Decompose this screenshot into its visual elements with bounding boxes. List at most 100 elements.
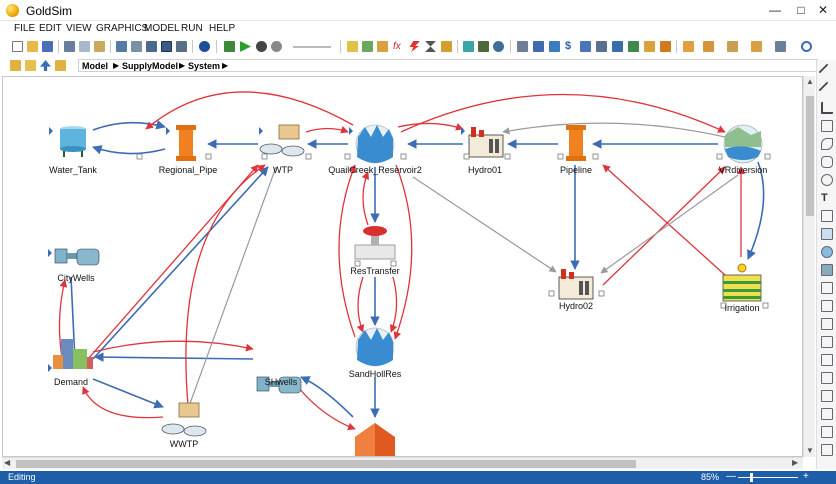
picture-tool-icon[interactable] (821, 264, 833, 276)
input-tool-icon[interactable] (821, 336, 833, 348)
note-icon[interactable] (131, 41, 142, 52)
stochastic-icon[interactable] (362, 41, 373, 52)
export-icon[interactable] (644, 41, 655, 52)
event-icon[interactable] (409, 41, 420, 52)
menu-edit[interactable]: EDIT (39, 23, 62, 34)
folder-up-icon[interactable] (10, 60, 21, 71)
reset-icon[interactable] (271, 41, 282, 52)
pause-icon[interactable] (256, 41, 267, 52)
close-button[interactable]: ✕ (817, 3, 829, 17)
cut-icon[interactable] (64, 41, 75, 52)
zoom-out-button[interactable]: — (726, 471, 736, 482)
menu-graphics[interactable]: GRAPHICS (96, 23, 149, 34)
node-label-shwells[interactable]: SHwells (264, 377, 298, 387)
node-label-demand[interactable]: Demand (53, 377, 89, 387)
breadcrumb-system[interactable]: System (188, 61, 221, 71)
arrange-icon[interactable] (727, 41, 738, 52)
container-icon[interactable] (377, 41, 388, 52)
copy-icon[interactable] (79, 41, 90, 52)
chart-icon[interactable] (596, 41, 607, 52)
text-box-tool-icon[interactable] (821, 210, 833, 222)
connector-icon[interactable] (775, 41, 786, 52)
rounded-rect-tool-icon[interactable] (821, 156, 833, 168)
folder-down-icon[interactable] (55, 60, 66, 71)
chart-tool-icon[interactable] (821, 444, 833, 456)
horizontal-scrollbar[interactable]: ◀ ▶ (2, 457, 803, 469)
check-model-icon[interactable] (224, 41, 235, 52)
rotate-icon[interactable] (801, 41, 812, 52)
text-tool-icon[interactable]: T (821, 192, 828, 204)
group-icon[interactable] (683, 41, 694, 52)
bank-icon[interactable] (478, 41, 489, 52)
browser-icon[interactable] (116, 41, 127, 52)
node-label-hydro01[interactable]: Hydro01 (467, 165, 503, 175)
node-label-vrdiversion[interactable]: VRdiversion (718, 165, 768, 175)
zoom-slider[interactable] (738, 477, 798, 478)
ellipse-tool-icon[interactable] (821, 174, 833, 186)
breadcrumb-supplymodel[interactable]: SupplyModel (122, 61, 178, 71)
panel-tool-icon[interactable] (821, 300, 833, 312)
zoom-slider-thumb[interactable] (750, 473, 753, 482)
distribute-icon[interactable] (751, 41, 762, 52)
maximize-button[interactable]: □ (797, 3, 805, 17)
node-label-hydro02[interactable]: Hydro02 (558, 301, 594, 311)
save-icon[interactable] (42, 41, 53, 52)
menu-model[interactable]: MODEL (144, 23, 180, 34)
scroll-up-icon[interactable]: ▲ (806, 77, 814, 86)
scroll-down-icon[interactable]: ▼ (806, 446, 814, 455)
minimize-button[interactable]: — (769, 3, 781, 17)
line-tool-icon[interactable] (818, 63, 836, 81)
globe-tool-icon[interactable] (821, 246, 833, 258)
polyline-tool-icon[interactable] (821, 102, 833, 114)
find-icon[interactable] (146, 41, 157, 52)
node-label-irrigation[interactable]: Irrigation (724, 303, 760, 313)
data-element-icon[interactable] (347, 41, 358, 52)
help-icon[interactable] (199, 41, 210, 52)
speed-slider[interactable] (293, 46, 331, 48)
expression-icon[interactable]: fx (393, 41, 401, 52)
rectangle-tool-icon[interactable] (821, 120, 833, 132)
up-arrow-icon[interactable] (40, 60, 51, 71)
units-icon[interactable] (549, 41, 560, 52)
node-label-quailcreek[interactable]: QuailCreek_Reservoir2 (328, 165, 422, 175)
curve-tool-icon[interactable] (821, 138, 833, 150)
tree-icon[interactable] (612, 41, 623, 52)
result-icon[interactable] (441, 41, 452, 52)
menu-view[interactable]: VIEW (66, 23, 92, 34)
filter-icon[interactable] (161, 41, 172, 52)
horizontal-scroll-thumb[interactable] (16, 460, 636, 468)
node-label-restransfer[interactable]: ResTransfer (350, 266, 400, 276)
dollar-icon[interactable]: $ (565, 40, 572, 52)
checkbox-tool-icon[interactable] (821, 372, 833, 384)
settings-gear-icon[interactable] (493, 41, 504, 52)
tag-icon[interactable] (533, 41, 544, 52)
model-canvas[interactable]: Water_Tank Regional_Pipe WTP QuailCreek_… (2, 76, 803, 457)
dashboard-icon[interactable] (463, 41, 474, 52)
image-tool-icon[interactable] (821, 228, 833, 240)
run-icon[interactable] (240, 41, 251, 52)
vertical-scrollbar[interactable]: ▲ ▼ (803, 76, 815, 457)
grid-tool-icon[interactable] (821, 408, 833, 420)
breadcrumb-model[interactable]: Model (82, 61, 108, 71)
folder-icon[interactable] (25, 60, 36, 71)
node-label-wwtp[interactable]: WWTP (169, 439, 199, 449)
node-label-sandhollres[interactable]: SandHollRes (348, 369, 402, 379)
node-label-pipeline[interactable]: Pipeline (559, 165, 593, 175)
button-tool-icon[interactable] (821, 318, 833, 330)
table-tool-icon[interactable] (821, 426, 833, 438)
scroll-right-icon[interactable]: ▶ (792, 458, 799, 467)
report-icon[interactable] (660, 41, 671, 52)
view-icon[interactable] (176, 41, 187, 52)
zoom-in-button[interactable]: + (803, 471, 809, 482)
node-label-water-tank[interactable]: Water_Tank (49, 165, 97, 175)
timer-icon[interactable] (425, 41, 436, 52)
menu-file[interactable]: FILE (14, 23, 36, 34)
vertical-scroll-thumb[interactable] (806, 96, 814, 216)
menu-help[interactable]: HELP (209, 23, 236, 34)
open-folder-icon[interactable] (27, 41, 38, 52)
list-icon[interactable] (517, 41, 528, 52)
node-label-citywells[interactable]: CityWells (57, 273, 95, 283)
slider-tool-icon[interactable] (821, 354, 833, 366)
align-icon[interactable] (703, 41, 714, 52)
calendar-icon[interactable] (580, 41, 591, 52)
